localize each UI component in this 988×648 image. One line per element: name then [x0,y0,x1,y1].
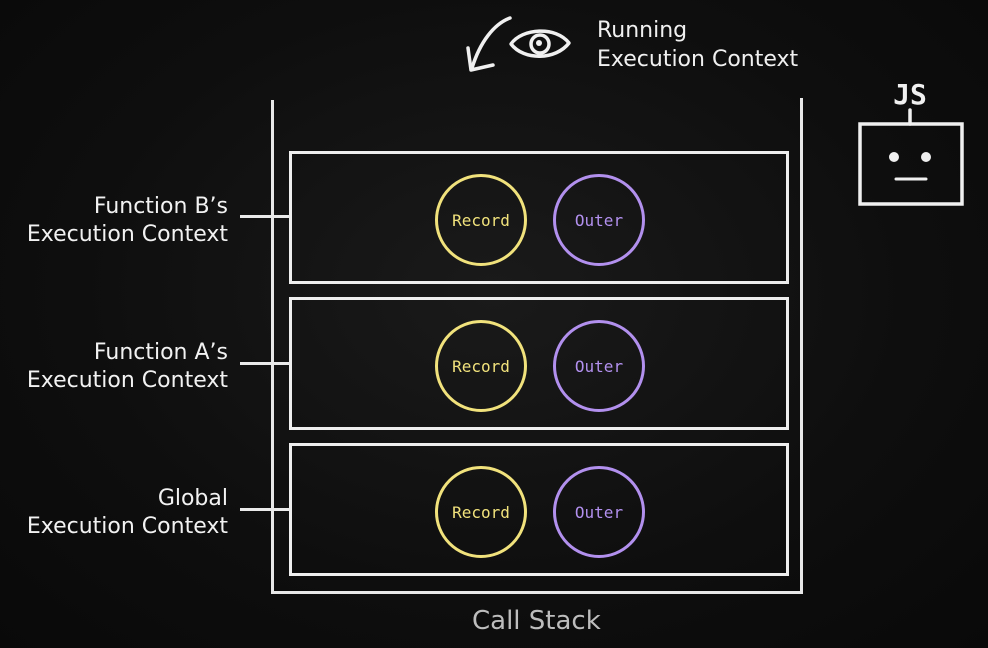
context-label-line1: Function B’s [93,194,228,219]
outer-label: Outer [574,210,624,230]
running-context-label: Running Execution Context [597,16,798,74]
context-label: Function B’s Execution Context [0,193,228,249]
stack-wall-left [271,100,274,594]
call-stack-caption: Call Stack [472,606,601,636]
outer-label: Outer [574,502,624,522]
context-label-line2: Execution Context [26,222,228,247]
stack-wall-right [800,98,803,594]
context-label: Function A’s Execution Context [0,339,228,395]
eye-icon [509,29,571,58]
context-label-line2: Execution Context [26,514,228,539]
outer-circle: Outer [553,466,645,558]
robot-icon: JS [858,78,964,206]
outer-label: Outer [574,356,624,376]
execution-context-frame: Record Outer [289,151,789,284]
running-label-line1: Running [597,18,688,43]
context-connector-line [240,215,290,218]
record-label: Record [452,356,510,376]
outer-circle: Outer [553,320,645,412]
execution-context-frame: Record Outer [289,297,789,430]
context-label-line2: Execution Context [26,368,228,393]
record-label: Record [452,210,510,230]
context-label-line1: Function A’s [93,340,228,365]
execution-context-frame: Record Outer [289,443,789,576]
record-circle: Record [435,174,527,266]
outer-circle: Outer [553,174,645,266]
record-circle: Record [435,320,527,412]
record-label: Record [452,502,510,522]
stack-wall-bottom [271,591,803,594]
context-connector-line [240,362,290,365]
context-label: Global Execution Context [0,485,228,541]
record-circle: Record [435,466,527,558]
context-label-line1: Global [157,486,228,511]
js-label: JS [893,78,927,111]
running-label-line2: Execution Context [597,47,799,72]
arrow-icon [466,16,512,72]
context-connector-line [240,508,290,511]
